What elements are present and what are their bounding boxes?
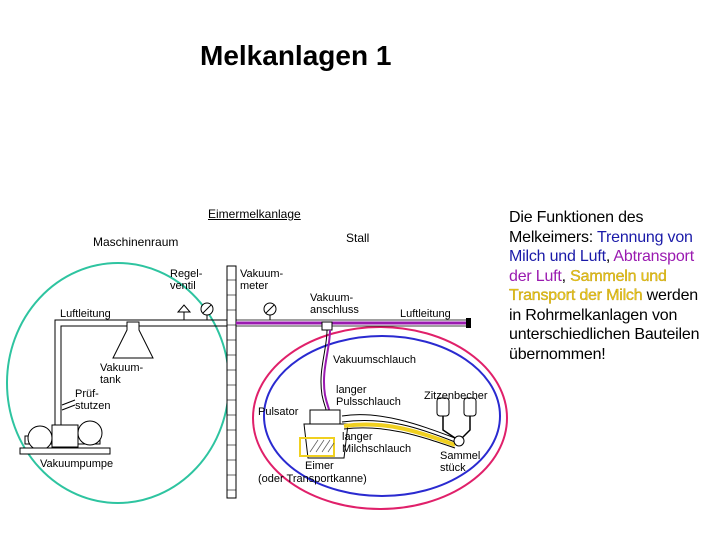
label-vacuum-gauge-line2: meter [240, 280, 269, 292]
stall-outer-highlight [252, 326, 508, 510]
description-separation: Trennung von Milch und Luft [509, 228, 693, 266]
label-long-pulse-hose: langer Pulsschlauch [336, 384, 401, 408]
label-machine-room: Maschinenraum [93, 235, 179, 249]
label-control-valve-line1: Regel- [170, 268, 203, 280]
label-vacuum-connection: Vakuum- anschluss [310, 292, 359, 316]
label-vacuum-hose: Vakuumschlauch [333, 354, 416, 366]
label-long-milk-hose: langer Milchschlauch [342, 431, 411, 455]
air-line-left [54, 319, 227, 440]
teat-cup-icon [436, 397, 450, 417]
label-air-line-right: Luftleitung [400, 308, 451, 320]
label-vacuum-tank-line2: tank [100, 374, 121, 386]
vacuum-connection-icon [321, 321, 333, 331]
vacuum-tank-icon [112, 321, 154, 359]
description-rest: werden in Rohrmelkanlagen von unterschie… [509, 287, 700, 363]
label-vacuum-connection-line1: Vakuum- [310, 292, 354, 304]
description-sep1: , [605, 248, 614, 265]
long-milk-hose [343, 422, 456, 447]
label-vacuum-pump: Vakuumpumpe [40, 458, 114, 470]
label-long-pulse-hose-line2: Pulsschlauch [336, 396, 401, 408]
label-long-milk-hose-line2: Milchschlauch [342, 443, 412, 455]
label-transport-can: (oder Transportkanne) [258, 473, 367, 485]
description-intro: Die Funktionen des Melkeimers: [509, 209, 644, 246]
label-vacuum-tank-line1: Vakuum- [100, 362, 144, 374]
label-claw-line2: stück [440, 462, 466, 474]
label-test-nozzle-line1: Prüf- [75, 388, 99, 400]
label-pulsator: Pulsator [258, 406, 299, 418]
pulsator-icon [309, 409, 341, 425]
vacuum-hose [320, 329, 328, 411]
diagram-heading: Eimermelkanlage [208, 207, 301, 221]
claw-icon [453, 435, 465, 447]
label-claw: Sammel stück [440, 450, 480, 474]
label-long-pulse-hose-line1: langer [336, 384, 367, 396]
description-sep2: , [561, 267, 571, 285]
teat-cup-icon [463, 397, 477, 417]
long-pulse-hose [341, 414, 456, 439]
wall [226, 265, 237, 499]
label-test-nozzle-line2: stutzen [75, 400, 111, 412]
label-long-milk-hose-line1: langer [342, 431, 373, 443]
label-teat-cups: Zitzenbecher [424, 390, 488, 402]
stall-inner-highlight [263, 335, 501, 497]
bucket-icon [303, 423, 349, 459]
label-test-nozzle: Prüf- stutzen [75, 388, 110, 412]
description-milk-transport: Sammeln und Transport der Milch [509, 267, 667, 304]
label-claw-line1: Sammel [440, 450, 481, 462]
label-vacuum-tank: Vakuum- tank [100, 362, 143, 386]
label-stall: Stall [346, 231, 370, 245]
label-control-valve-line2: ventil [170, 280, 196, 292]
description-text: Die Funktionen des Melkeimers: Trennung … [509, 208, 714, 364]
label-vacuum-connection-line2: anschluss [310, 304, 359, 316]
label-vacuum-gauge: Vakuum- meter [240, 268, 283, 292]
control-valve-icon [176, 304, 192, 313]
label-control-valve: Regel- ventil [170, 268, 202, 292]
page-title: Melkanlagen 1 [200, 40, 392, 71]
label-vacuum-gauge-line1: Vakuum- [240, 268, 284, 280]
label-air-line-left: Luftleitung [60, 308, 111, 320]
label-bucket: Eimer [305, 460, 334, 472]
description-air-transport: Abtransport der Luft [509, 248, 694, 285]
